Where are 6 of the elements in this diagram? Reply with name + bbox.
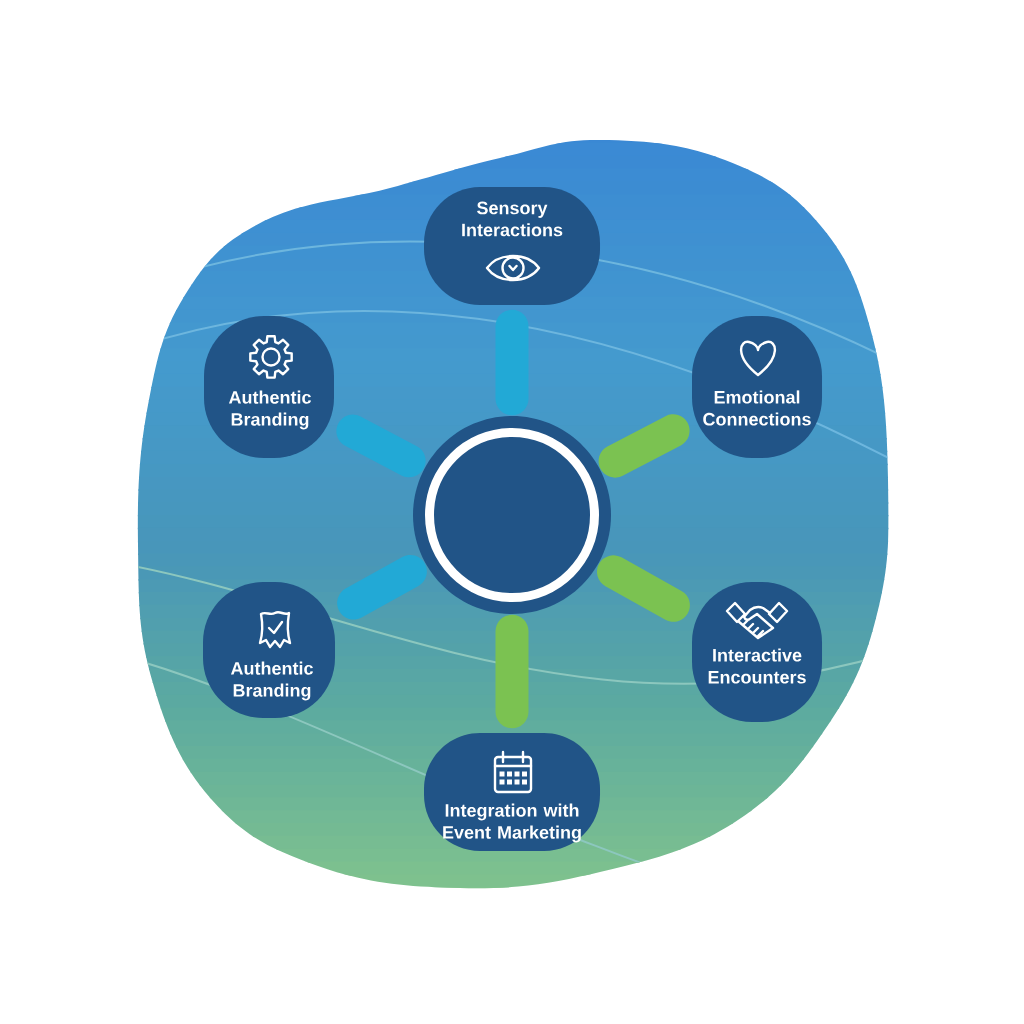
topic-bubble: Interactive Encounters: [692, 582, 822, 722]
topic-bubble: Integration with Event Marketing: [424, 733, 600, 851]
topic-bubble: Emotional Connections: [692, 316, 822, 458]
topic-bubble: Authentic Branding: [203, 582, 335, 718]
topic-bubble: Sensory Interactions: [424, 187, 600, 305]
topic-bubble: Authentic Branding: [204, 316, 334, 458]
